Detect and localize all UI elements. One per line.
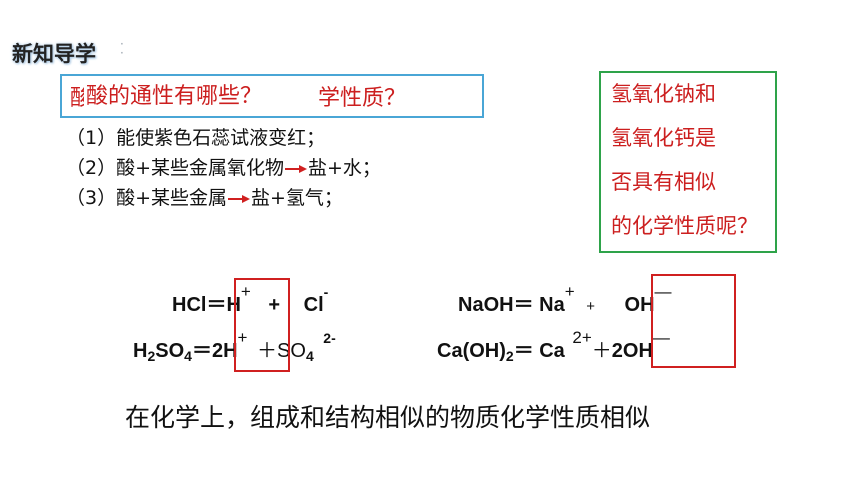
- side-question-box: [599, 71, 777, 253]
- hcl-lhs: HCl＝: [172, 294, 227, 316]
- hcl-anion-charge: -: [323, 284, 329, 300]
- equation-h2so4: H2SO4＝2H+ ＋SO4 2-: [133, 328, 336, 364]
- naoh-plus: +: [586, 298, 595, 315]
- side-question-line-1: 氢氧化钠和: [611, 82, 716, 106]
- naoh-anion-charge: —: [654, 282, 672, 301]
- property-item-2-suffix: 盐+水；: [308, 157, 381, 179]
- property-item-1-text: （1）能使紫色石蕊试液变红；: [66, 127, 326, 149]
- h2so4-lhs-h: H: [133, 340, 148, 362]
- naoh-cation-charge: +: [564, 282, 575, 301]
- side-question-line-2: 氢氧化钙是: [611, 126, 716, 150]
- equation-naoh: NaOH＝ Na+ + OH—: [458, 282, 672, 317]
- question-hidden-tail: 学性质？: [318, 80, 407, 112]
- property-item-3-suffix: 盐+氢气；: [251, 187, 343, 209]
- caoh2-sub-2: 2: [505, 348, 514, 364]
- caoh2-plus: ＋: [591, 340, 612, 362]
- hcl-cation-charge: +: [240, 282, 251, 301]
- conclusion-text: 在化学上，组成和结构相似的物质化学性质相似: [125, 403, 651, 432]
- h2so4-anion-sub: 4: [305, 348, 314, 364]
- caoh2-cation-charge: 2+: [572, 328, 592, 347]
- caoh2-anion-charge: —: [652, 328, 670, 347]
- caoh2-lhs: Ca(OH): [437, 340, 506, 362]
- equation-caoh2: Ca(OH)2＝ Ca 2+＋2OH—: [437, 328, 670, 364]
- equation-hcl: HCl＝H+ + Cl-: [172, 282, 328, 317]
- h2so4-cation: 2H: [211, 340, 238, 362]
- property-item-3-prefix: （3）酸+某些金属: [66, 187, 228, 209]
- h2so4-plus-so: ＋SO: [257, 340, 306, 362]
- property-item-2: （2）酸+某些金属氧化物 盐+水；: [66, 153, 381, 180]
- property-item-2-prefix: （2）酸+某些金属氧化物: [66, 157, 285, 179]
- caoh2-equals-ca: ＝ Ca: [513, 340, 565, 362]
- naoh-lhs: NaOH＝ Na: [458, 294, 565, 316]
- naoh-anion: OH: [624, 294, 655, 316]
- hcl-anion: Cl: [303, 294, 324, 316]
- side-question-line-4: 的化学性质呢？: [611, 214, 758, 238]
- h2so4-sub-2: 2: [147, 348, 156, 364]
- h2so4-sub-4: 4: [184, 348, 192, 364]
- h2so4-cation-charge: +: [237, 328, 248, 347]
- red-arrow-icon: [228, 194, 251, 203]
- hcl-plus: +: [268, 294, 281, 316]
- hydrogen-ion-highlight-box: [234, 278, 290, 372]
- hcl-cation: H: [226, 294, 241, 316]
- h2so4-equals: ＝: [191, 340, 212, 362]
- decorative-dots: ··: [120, 37, 124, 60]
- red-arrow-icon: [285, 164, 308, 173]
- question-text: 酸的通性有哪些？: [84, 78, 269, 112]
- side-question-line-3: 否具有相似: [611, 170, 716, 194]
- section-title: 新知导学: [12, 42, 96, 66]
- h2so4-lhs-so: SO: [155, 340, 185, 362]
- caoh2-anion: 2OH: [611, 340, 653, 362]
- property-item-1: （1）能使紫色石蕊试液变红；: [66, 123, 325, 150]
- hydroxide-ion-highlight-box: [651, 274, 736, 368]
- h2so4-anion-charge: 2-: [323, 330, 336, 346]
- property-item-3: （3）酸+某些金属 盐+氢气；: [66, 183, 343, 210]
